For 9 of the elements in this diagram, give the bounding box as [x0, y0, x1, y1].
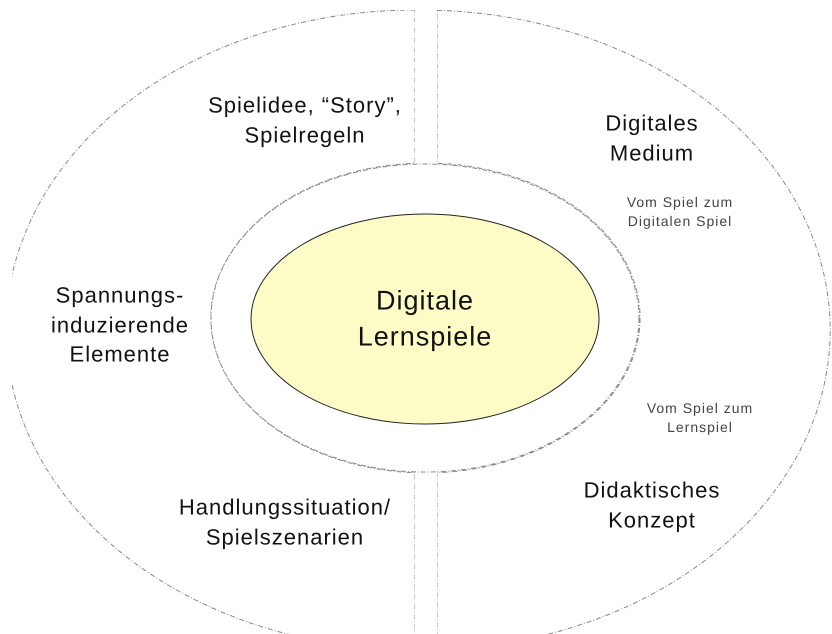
region-label: Spielidee, “Story”, Spielregeln [207, 91, 403, 150]
note-text: Vom Spiel zum Digitalen Spiel [626, 193, 734, 231]
region-label: Digitales Medium [604, 109, 700, 167]
note-text: Vom Spiel zum Lernspiel [646, 399, 754, 437]
region-label: Handlungssituation/ Spielszenarien [178, 493, 392, 552]
region-label: Spannungs-induzierende Elemente [50, 281, 190, 369]
ellipse-node [250, 213, 600, 425]
center-label: Digitale Lernspiele [356, 284, 494, 354]
region-label: Didaktisches Konzept [582, 476, 722, 534]
